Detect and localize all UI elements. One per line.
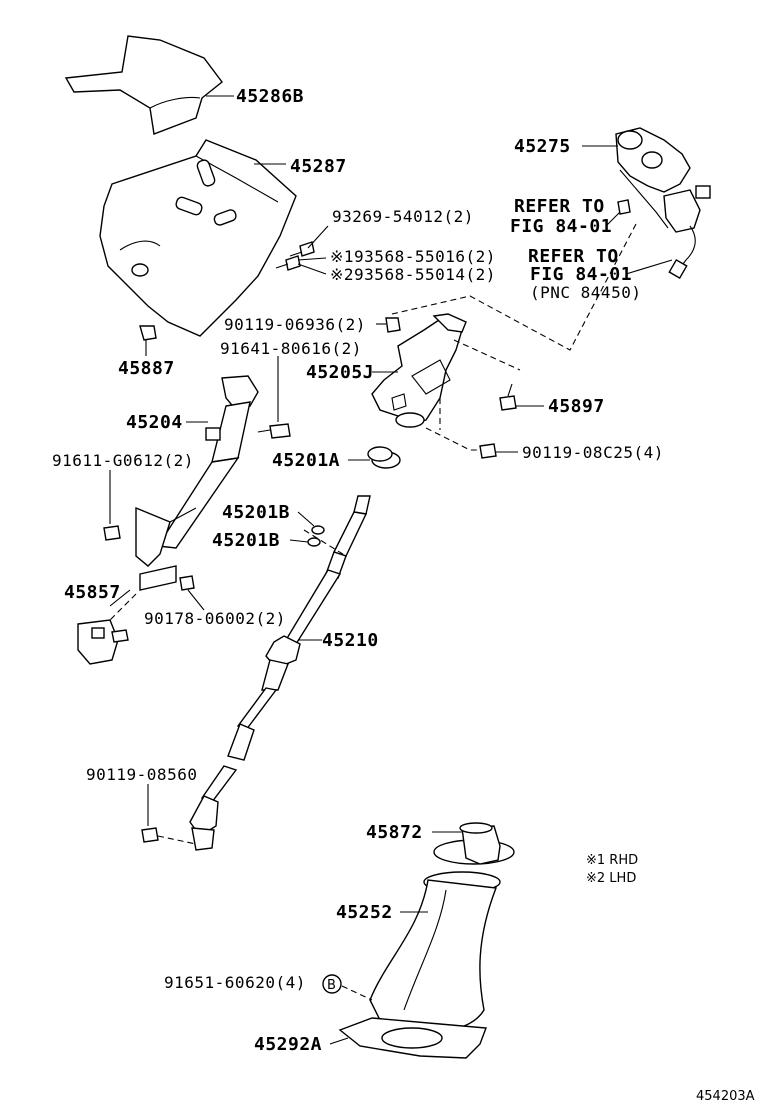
refer-note-1-line-2: FIG 84-01 — [510, 216, 612, 237]
part-45275-steering-lock — [615, 127, 711, 280]
label-91641: 91641-80616(2) — [220, 339, 362, 358]
part-45292a-plate — [338, 1017, 487, 1059]
label-45287: 45287 — [290, 156, 347, 177]
refer-note-2-line-3: (PNC 84450) — [530, 283, 641, 302]
bolt-90119-06936 — [385, 317, 401, 333]
dashed-line-lock — [391, 223, 637, 351]
part-45201a-bushing — [367, 446, 401, 469]
leader-93568b — [297, 263, 327, 275]
leader-45857 — [109, 589, 131, 607]
dashed-45201b — [303, 529, 347, 557]
part-45872-boot-seal — [433, 822, 515, 865]
leader-45201b-1 — [297, 511, 315, 527]
label-45286b: 45286B — [236, 86, 304, 107]
part-45252-boot-cover — [369, 871, 501, 1033]
label-93269: 93269-54012(2) — [332, 207, 474, 226]
dashed-45857 — [109, 593, 137, 621]
label-45872: 45872 — [366, 822, 423, 843]
diagram-id: 454203A — [696, 1089, 755, 1104]
leader-90178 — [187, 589, 205, 611]
note-lhd: ※2 LHD — [586, 871, 636, 886]
label-45857: 45857 — [64, 582, 121, 603]
label-93568-rhd: ※193568-55016(2) — [330, 247, 496, 266]
bolt-91641 — [257, 423, 291, 439]
circle-b-marker — [322, 974, 342, 994]
bolt-91611 — [103, 525, 121, 541]
nut-90178 — [179, 575, 195, 591]
part-45887-clip — [139, 325, 157, 341]
refer-note-2-line-2: FIG 84-01 — [530, 264, 632, 285]
leader-refer-2 — [625, 259, 673, 275]
label-90119-06936: 90119-06936(2) — [224, 315, 366, 334]
label-90119-08560: 90119-08560 — [86, 765, 197, 784]
bolt-45897 — [499, 383, 517, 411]
bolt-90119-08c25 — [479, 443, 497, 459]
label-91611: 91611-G0612(2) — [52, 451, 194, 470]
screw-93568 — [275, 255, 301, 271]
leader-93269 — [307, 225, 329, 249]
label-45210: 45210 — [322, 630, 379, 651]
refer-note-2-line-1: REFER TO — [528, 246, 619, 267]
label-45252: 45252 — [336, 902, 393, 923]
leader-refer-1 — [605, 211, 621, 227]
part-45287-column-cover — [99, 139, 297, 337]
part-45201b-clips — [307, 525, 325, 547]
label-45201b-2: 45201B — [212, 530, 280, 551]
label-45275: 45275 — [514, 136, 571, 157]
label-45897: 45897 — [548, 396, 605, 417]
label-91651: 91651-60620(4) — [164, 973, 306, 992]
label-45292a: 45292A — [254, 1034, 322, 1055]
bolt-90119-08560 — [141, 827, 159, 843]
part-45210-intermediate-shaft — [189, 495, 371, 851]
dashed-91651 — [341, 985, 373, 1001]
leader-45292a — [329, 1037, 349, 1045]
label-45201b-1: 45201B — [222, 502, 290, 523]
part-45857-stopper — [77, 619, 129, 665]
label-45204: 45204 — [126, 412, 183, 433]
part-45205j-bracket — [371, 313, 467, 428]
label-45205j: 45205J — [306, 362, 374, 383]
refer-note-1-line-1: REFER TO — [514, 196, 605, 217]
dashed-90119-08560 — [157, 835, 197, 845]
part-45286b-cover — [64, 35, 223, 135]
leader-93568a — [297, 257, 327, 261]
part-45204-column-tube — [135, 375, 259, 591]
note-rhd: ※1 RHD — [586, 853, 638, 868]
dashed-45897 — [453, 339, 521, 371]
circle-b-text: B — [327, 978, 336, 993]
dashed-90119-08c25 — [425, 427, 480, 451]
label-90178: 90178-06002(2) — [144, 609, 286, 628]
label-45201a: 45201A — [272, 450, 340, 471]
screw-93269 — [289, 241, 315, 257]
leader-45201b-2 — [289, 539, 309, 543]
label-45887: 45887 — [118, 358, 175, 379]
label-93568-lhd: ※293568-55014(2) — [330, 265, 496, 284]
label-90119-08c25: 90119-08C25(4) — [522, 443, 664, 462]
